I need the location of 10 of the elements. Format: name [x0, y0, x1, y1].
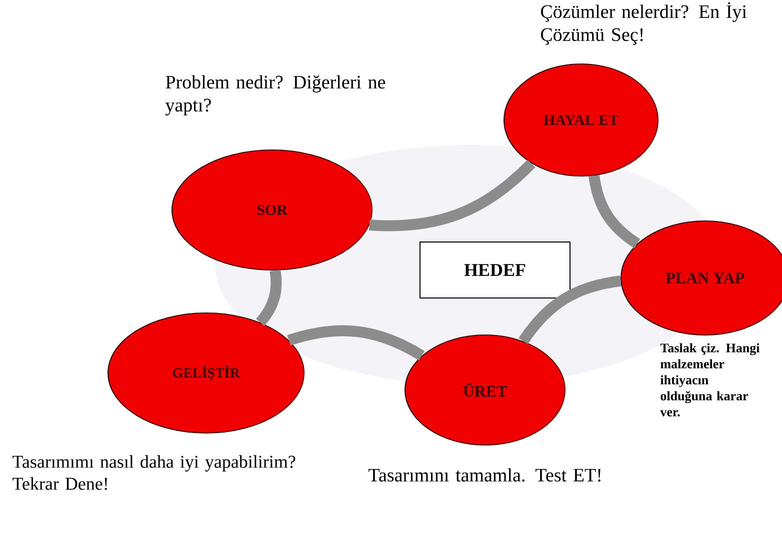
- step-note: Tasarımımı nasıl daha iyi yapabilirim? Tekrar Dene!: [12, 455, 296, 490]
- step-note: Çözümler nelerdir? En İyi Çözümü Seç!: [540, 2, 747, 45]
- step-note: Problem nedir? Diğerleri ne yaptı?: [165, 75, 386, 116]
- ring-segment: [588, 174, 640, 248]
- step-note: Tasarımını tamamla. Test ET!: [368, 468, 600, 482]
- step-note: Taslak çiz. Hangi malzemeler ihtiyacın olduğuna karar ver.: [660, 343, 760, 416]
- ring-segment: [287, 325, 424, 360]
- ring-segment: [518, 275, 622, 344]
- ring-segment: [369, 160, 536, 232]
- goal-box: HEDEF: [420, 242, 570, 298]
